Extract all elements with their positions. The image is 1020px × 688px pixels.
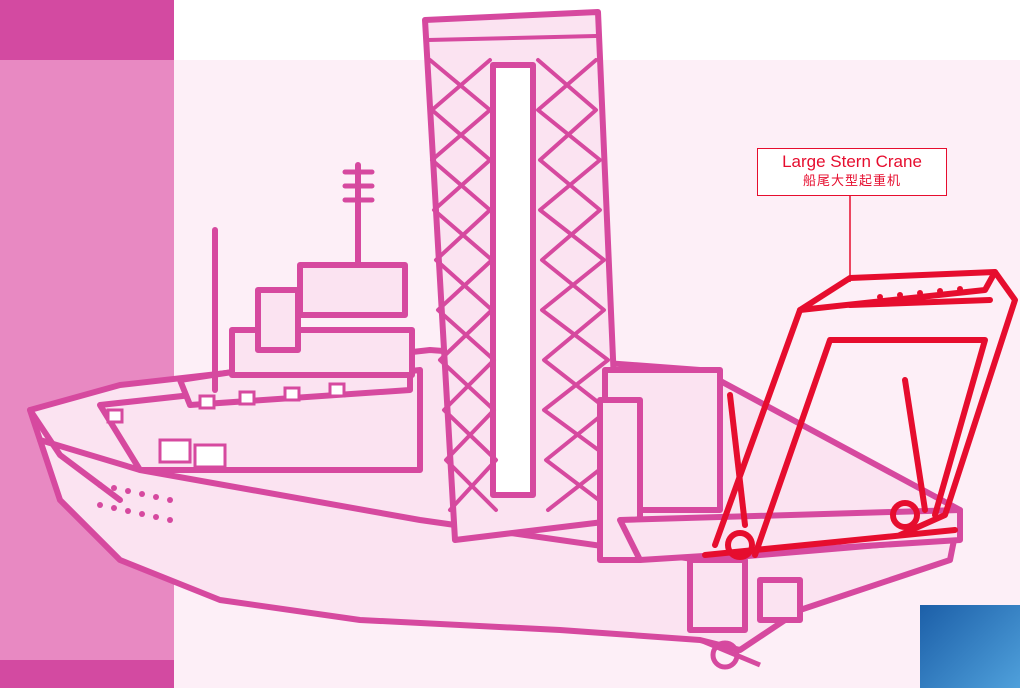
window [160, 440, 190, 462]
porthole [153, 514, 159, 520]
derrick-center-opening [493, 65, 533, 495]
aft-block-2 [760, 580, 800, 620]
porthole [111, 505, 117, 511]
porthole [111, 485, 117, 491]
stern-crane-bolt [957, 286, 963, 292]
stern-crane-bolt [917, 290, 923, 296]
porthole [125, 508, 131, 514]
window [285, 388, 299, 400]
ship-funnel [258, 290, 298, 350]
stern-crane-bolt [877, 294, 883, 300]
porthole [167, 497, 173, 503]
window [240, 392, 254, 404]
window [330, 384, 344, 396]
callout-title-cn: 船尾大型起重机 [758, 172, 946, 190]
porthole [125, 488, 131, 494]
porthole [139, 491, 145, 497]
aft-block [690, 560, 745, 630]
window [200, 396, 214, 408]
ship-wheelhouse [300, 265, 405, 315]
window [108, 410, 122, 422]
porthole [97, 482, 103, 488]
callout-title-en: Large Stern Crane [758, 152, 946, 172]
porthole [153, 494, 159, 500]
window [195, 445, 225, 467]
porthole [167, 517, 173, 523]
porthole [139, 511, 145, 517]
stern-crane-callout: Large Stern Crane 船尾大型起重机 [757, 148, 947, 196]
stern-crane-bolt [897, 292, 903, 298]
porthole [97, 502, 103, 508]
stern-crane-bolt [937, 288, 943, 294]
